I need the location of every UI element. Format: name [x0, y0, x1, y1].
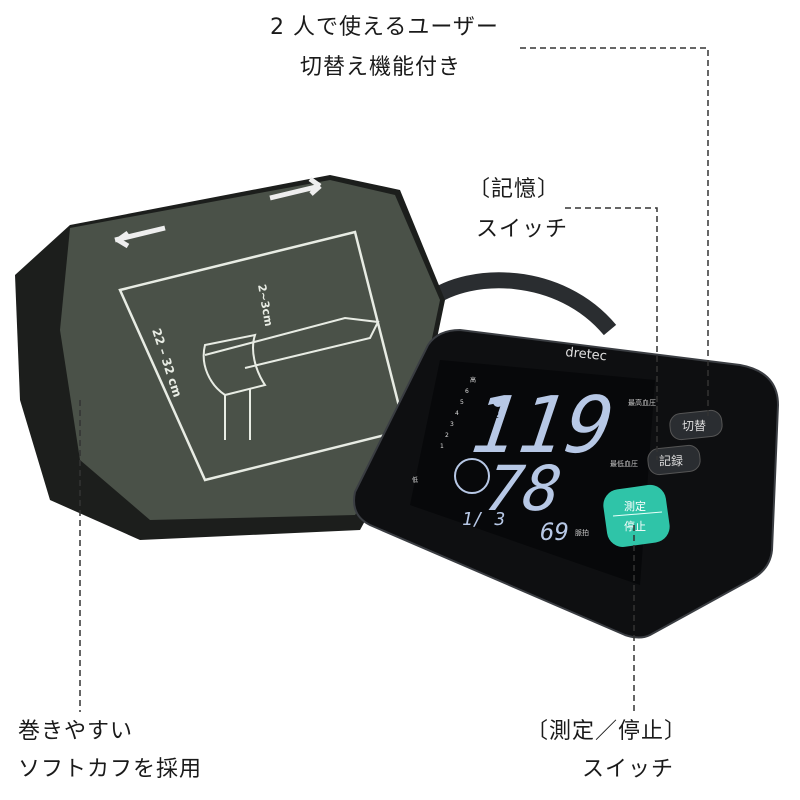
brand-logo: dretec — [565, 345, 608, 364]
memory-switch-callout-line1: 〔記憶〕 — [468, 177, 561, 202]
systolic-label: 最高血圧 — [628, 398, 656, 407]
measure-stop-button[interactable]: 測定 停止 — [601, 483, 671, 549]
svg-text:高: 高 — [470, 376, 476, 384]
date-value: 1/ 3 — [462, 509, 505, 530]
diastolic-value: 78 — [481, 452, 566, 525]
systolic-value: 119 — [466, 380, 620, 471]
user-switch-callout-line2: 切替え機能付き — [300, 55, 462, 80]
timer-icon — [454, 458, 490, 494]
bp-scale: 高 6 5 4 3 2 1 低 — [412, 376, 476, 484]
svg-text:3: 3 — [450, 421, 454, 428]
svg-text:2: 2 — [445, 432, 449, 439]
air-tube — [425, 272, 617, 336]
svg-text:低: 低 — [412, 476, 418, 484]
svg-text:測定: 測定 — [624, 499, 646, 513]
svg-text:4: 4 — [455, 410, 459, 417]
leader-lines — [79, 47, 709, 712]
measure-switch-callout-line2: スイッチ — [582, 757, 675, 782]
user-number: 2 — [494, 411, 499, 420]
cuff-callout-line2: ソフトカフを採用 — [18, 757, 203, 782]
svg-text:5: 5 — [460, 399, 464, 406]
svg-text:1: 1 — [440, 443, 444, 450]
svg-text:切替: 切替 — [682, 419, 706, 433]
user-icon — [493, 397, 503, 407]
cuff-callout-line1: 巻きやすい — [18, 719, 134, 744]
pulse-label: 脈拍 — [575, 528, 589, 537]
cuff: 2~3cm 22 – 32 cm — [15, 175, 445, 540]
svg-text:6: 6 — [465, 388, 469, 395]
memory-button[interactable]: 記録 — [647, 444, 701, 476]
memory-switch-callout-line2: スイッチ — [476, 217, 569, 242]
blood-pressure-monitor: dretec 119 78 69 1/ 3 最高血圧 最低血圧 脈拍 2 高 6… — [353, 328, 780, 639]
measure-switch-callout-line1: 〔測定／停止〕 — [526, 719, 688, 744]
pulse-value: 69 — [540, 518, 569, 546]
diastolic-label: 最低血圧 — [610, 459, 638, 468]
user-switch-callout-line1: 2 人で使えるユーザー — [270, 15, 499, 40]
svg-text:記録: 記録 — [659, 453, 683, 468]
switch-button[interactable]: 切替 — [669, 409, 723, 441]
svg-text:停止: 停止 — [624, 519, 646, 533]
